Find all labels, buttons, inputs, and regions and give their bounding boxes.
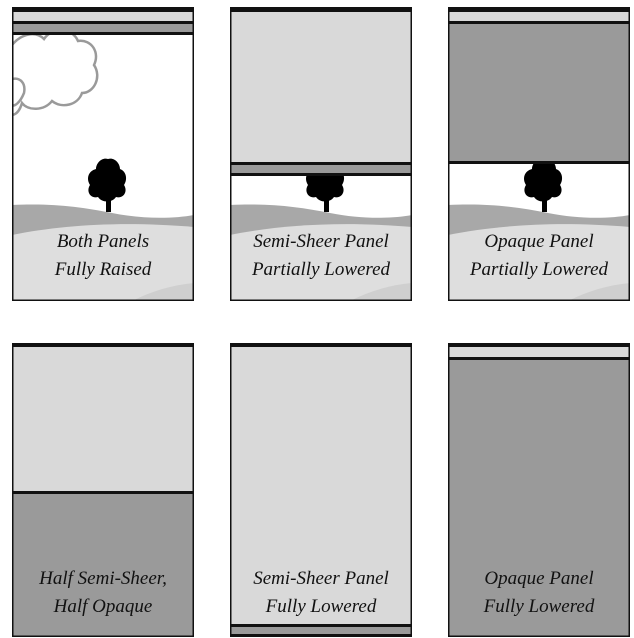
- caption: Opaque Panel Partially Lowered: [448, 228, 630, 284]
- caption: Half Semi-Sheer, Half Opaque: [12, 565, 194, 621]
- semi-sheer-panel: [230, 12, 412, 162]
- panel-sheer-partial: Semi-Sheer Panel Partially Lowered: [230, 7, 412, 301]
- caption-line-2: Partially Lowered: [230, 256, 412, 284]
- caption-line-1: Semi-Sheer Panel: [230, 228, 412, 256]
- caption-line-2: Fully Raised: [12, 256, 194, 284]
- panel-half-half: Half Semi-Sheer, Half Opaque: [12, 343, 194, 637]
- panel-opaque-full: Opaque Panel Fully Lowered: [448, 343, 630, 637]
- panel-sheer-full: Semi-Sheer Panel Fully Lowered: [230, 343, 412, 637]
- caption-line-2: Fully Lowered: [448, 593, 630, 621]
- caption: Semi-Sheer Panel Partially Lowered: [230, 228, 412, 284]
- caption-line-2: Half Opaque: [12, 593, 194, 621]
- opaque-panel: [230, 165, 412, 173]
- caption-line-2: Partially Lowered: [448, 256, 630, 284]
- semi-sheer-panel: [448, 347, 630, 357]
- caption-line-2: Fully Lowered: [230, 593, 412, 621]
- caption-line-1: Opaque Panel: [448, 565, 630, 593]
- caption-line-1: Both Panels: [12, 228, 194, 256]
- caption-line-1: Opaque Panel: [448, 228, 630, 256]
- opaque-panel: [230, 627, 412, 634]
- semi-sheer-panel: [12, 347, 194, 491]
- semi-sheer-panel: [448, 12, 630, 21]
- caption-line-1: Half Semi-Sheer,: [12, 565, 194, 593]
- caption: Opaque Panel Fully Lowered: [448, 565, 630, 621]
- opaque-panel: [448, 24, 630, 161]
- panel-opaque-partial: Opaque Panel Partially Lowered: [448, 7, 630, 301]
- caption: Both Panels Fully Raised: [12, 228, 194, 284]
- caption: Semi-Sheer Panel Fully Lowered: [230, 565, 412, 621]
- panel-both-raised: Both Panels Fully Raised: [12, 7, 194, 301]
- caption-line-1: Semi-Sheer Panel: [230, 565, 412, 593]
